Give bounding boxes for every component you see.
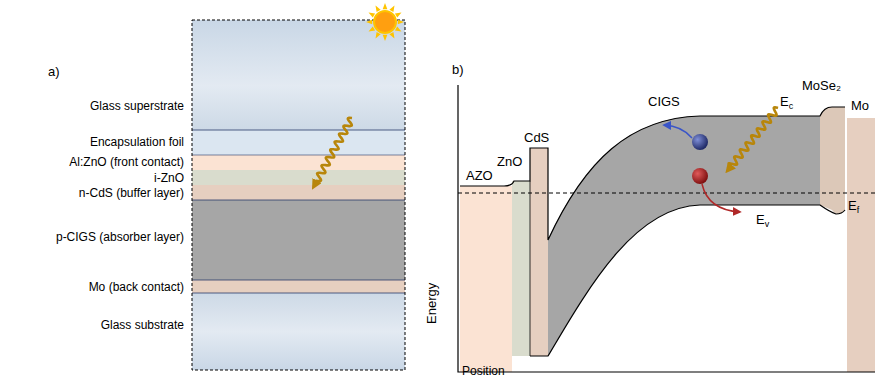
layer-label: i-ZnO xyxy=(154,172,184,185)
layer-band: p-CIGS (absorber layer) xyxy=(192,200,405,280)
azo-region xyxy=(460,186,512,372)
interface-line xyxy=(530,181,531,356)
layer-name: ZnO xyxy=(497,154,522,169)
fermi-level xyxy=(458,193,875,194)
layer-band: Encapsulation foil xyxy=(192,130,405,155)
hole-arrow xyxy=(702,184,740,212)
layer-band: Mo (back contact) xyxy=(192,280,405,293)
layer-label: Glass substrate xyxy=(101,319,184,332)
layer-name: MoSe₂ xyxy=(802,78,841,93)
layer-name: CIGS xyxy=(648,94,680,109)
panel-letter: b) xyxy=(452,62,464,77)
layer-label: Al:ZnO (front contact) xyxy=(69,156,184,169)
panel-letter: a) xyxy=(48,64,60,79)
cigs-band xyxy=(548,116,820,355)
mose2-region xyxy=(820,107,845,214)
layer-band: Al:ZnO (front contact) xyxy=(192,155,405,170)
conduction-band xyxy=(460,107,845,240)
energy-level: Ec xyxy=(780,94,793,109)
layer-name: Mo xyxy=(851,98,869,113)
layer-name: AZO xyxy=(466,168,493,183)
layer-label: Encapsulation foil xyxy=(90,136,184,149)
axes xyxy=(458,85,875,372)
energy-level: Ev xyxy=(756,212,769,227)
valence-band xyxy=(530,205,845,356)
photon xyxy=(728,107,778,170)
stack-outline xyxy=(192,20,405,370)
energy-level: Ef xyxy=(848,198,859,213)
layer-band: Glass substrate xyxy=(192,293,405,370)
layer-band: i-ZnO xyxy=(192,170,405,185)
electron xyxy=(692,134,708,150)
layer-band: n-CdS (buffer layer) xyxy=(192,185,405,200)
layer-label: n-CdS (buffer layer) xyxy=(79,187,184,200)
layer-band: Glass superstrate xyxy=(192,20,405,130)
layer-name: CdS xyxy=(524,130,549,145)
axis-label: Energy xyxy=(424,283,439,324)
photon xyxy=(314,118,352,186)
sun xyxy=(366,3,404,41)
layer-label: Mo (back contact) xyxy=(89,281,184,294)
electron-arrow xyxy=(664,125,692,138)
mo-region xyxy=(847,118,875,372)
cds-region xyxy=(530,148,548,356)
hole xyxy=(692,168,708,184)
axis-label: Position xyxy=(462,364,505,379)
layer-label: p-CIGS (absorber layer) xyxy=(56,231,184,244)
layer-borders xyxy=(192,130,405,293)
layer-label: Glass superstrate xyxy=(90,100,184,113)
zno-region xyxy=(512,181,530,356)
